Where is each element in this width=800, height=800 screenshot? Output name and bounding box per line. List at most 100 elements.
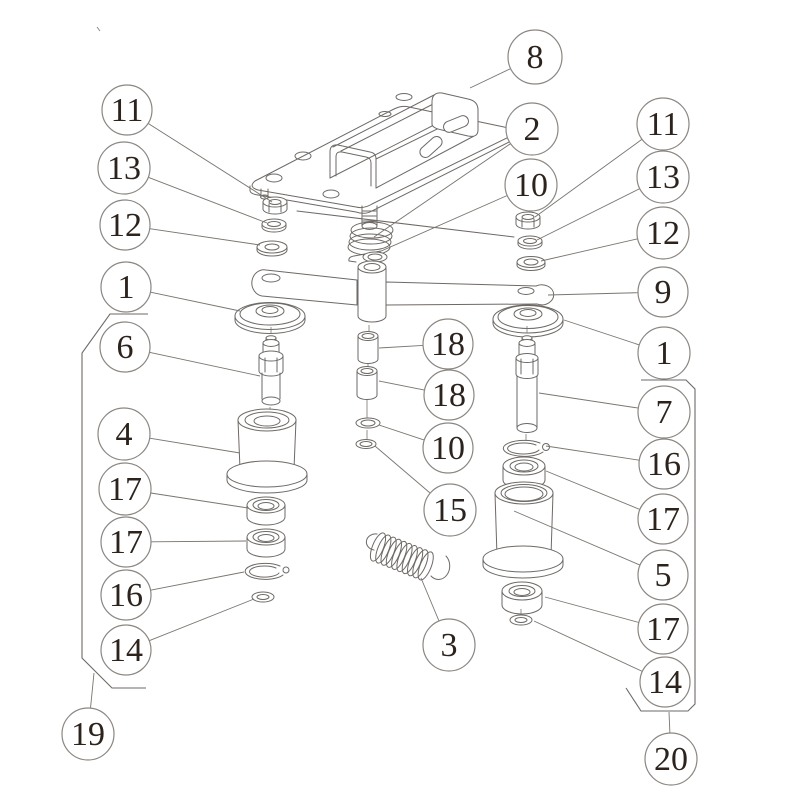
callout-balloon-10-2: 10 [378, 158, 558, 253]
balloon-circle [98, 462, 152, 516]
balloon-circle [422, 618, 476, 672]
leader-line [536, 188, 640, 241]
callout-balloon-4-20: 4 [97, 407, 241, 461]
callout-number: 10 [514, 167, 548, 204]
leader-line [545, 445, 640, 461]
balloon-circle [639, 656, 691, 708]
balloon-circle [99, 321, 151, 373]
balloon-circle [636, 150, 690, 204]
leader-line [538, 392, 639, 409]
plate-hole [322, 189, 340, 199]
bearing-right-upper-drawing [502, 456, 546, 490]
balloon-circle [99, 199, 151, 251]
bearing-left-lower-drawing [246, 528, 286, 558]
snap-ring-right-drawing [502, 439, 550, 457]
extension-spring-drawing [365, 532, 451, 581]
callout-balloon-16-23: 16 [100, 569, 245, 621]
group-bracket-20 [625, 379, 696, 712]
callout-number: 8 [527, 39, 544, 76]
leader-line [563, 319, 640, 346]
leader-line [149, 228, 261, 246]
callout-number: 18 [432, 377, 466, 414]
balloon-circle [637, 385, 691, 439]
bearing-right-lower-drawing [501, 581, 543, 615]
leader-line [150, 540, 247, 543]
callout-number: 13 [107, 150, 141, 187]
callout-balloon-18-27: 18 [378, 369, 475, 421]
spring-leg [296, 210, 515, 238]
balloon-circle [644, 732, 698, 786]
callout-number: 11 [111, 92, 144, 129]
callout-number: 16 [647, 446, 681, 483]
balloon-circle [100, 261, 152, 313]
idler-disc-left-drawing [234, 302, 306, 334]
stray-mark [96, 26, 101, 32]
callout-number: 19 [71, 716, 105, 753]
callout-balloon-17-10: 17 [545, 470, 689, 545]
callout-number: 15 [433, 492, 467, 529]
leader-line [540, 238, 638, 262]
balloon-circle [504, 158, 558, 212]
callout-balloon-19-25: 19 [61, 672, 115, 761]
leader-line [378, 424, 425, 441]
callout-number: 17 [646, 501, 680, 538]
leader-line [469, 68, 511, 89]
callout-number: 3 [441, 627, 458, 664]
callout-balloons-layer: 8210111312917161751714201113121641717161… [61, 29, 698, 786]
callout-balloon-14-13: 14 [533, 620, 691, 708]
leader-line [373, 143, 511, 238]
bearing-left-upper-drawing [246, 496, 286, 526]
leader-line [149, 437, 241, 454]
callout-number: 12 [108, 207, 142, 244]
torsion-spring-drawing [296, 205, 515, 263]
balloon-circle [507, 29, 563, 85]
callout-number: 11 [647, 106, 680, 143]
idler-arm-drawing [251, 260, 555, 323]
callout-balloon-12-17: 12 [99, 199, 261, 251]
balloon-circle [423, 483, 477, 537]
leader-line [374, 445, 431, 494]
shaft-right-drawing [515, 326, 539, 441]
balloon-circle [637, 266, 689, 318]
callout-number: 20 [654, 741, 688, 778]
leader-line [148, 176, 268, 224]
small-washer-under-spring-drawing [362, 251, 388, 263]
spacer-sleeve-upper-drawing [357, 325, 379, 364]
callout-balloon-11-15: 11 [101, 84, 273, 203]
callout-number: 17 [108, 471, 142, 508]
idler-disc-right-drawing [492, 304, 564, 338]
lock-washer-right-drawing [517, 235, 543, 250]
small-washer-left-drawing [251, 591, 275, 603]
callout-number: 16 [109, 577, 143, 614]
callout-number: 7 [656, 394, 673, 431]
small-washer-right-drawing [509, 614, 533, 626]
group-bracket-19 [81, 313, 148, 689]
balloon-circle [61, 707, 115, 761]
plate-hole [265, 173, 283, 183]
callout-number: 18 [431, 326, 465, 363]
callout-number: 1 [118, 269, 135, 306]
channel-top-hole [395, 93, 413, 101]
callout-balloon-13-16: 13 [97, 141, 268, 224]
callout-number: 9 [655, 274, 672, 311]
leader-line [513, 510, 641, 566]
plate-hole [294, 151, 312, 161]
callout-number: 17 [646, 611, 680, 648]
balloon-circle [637, 603, 689, 655]
leader-line [544, 596, 640, 623]
leader-line [668, 711, 671, 734]
balloon-circle [422, 318, 474, 370]
leader-line [149, 598, 255, 642]
spring-hook [348, 250, 382, 263]
callout-number: 14 [109, 632, 143, 669]
hex-nut-right-drawing [515, 211, 541, 230]
leader-line [90, 672, 95, 709]
callout-number: 6 [117, 329, 134, 366]
callout-balloon-1-18: 1 [100, 261, 241, 313]
leader-line [545, 470, 641, 510]
base-plate-edge [249, 133, 512, 214]
leader-line [378, 380, 425, 391]
flat-washer-middle-drawing [355, 417, 381, 439]
callout-balloon-1-7: 1 [563, 319, 691, 380]
callout-number: 1 [656, 335, 673, 372]
